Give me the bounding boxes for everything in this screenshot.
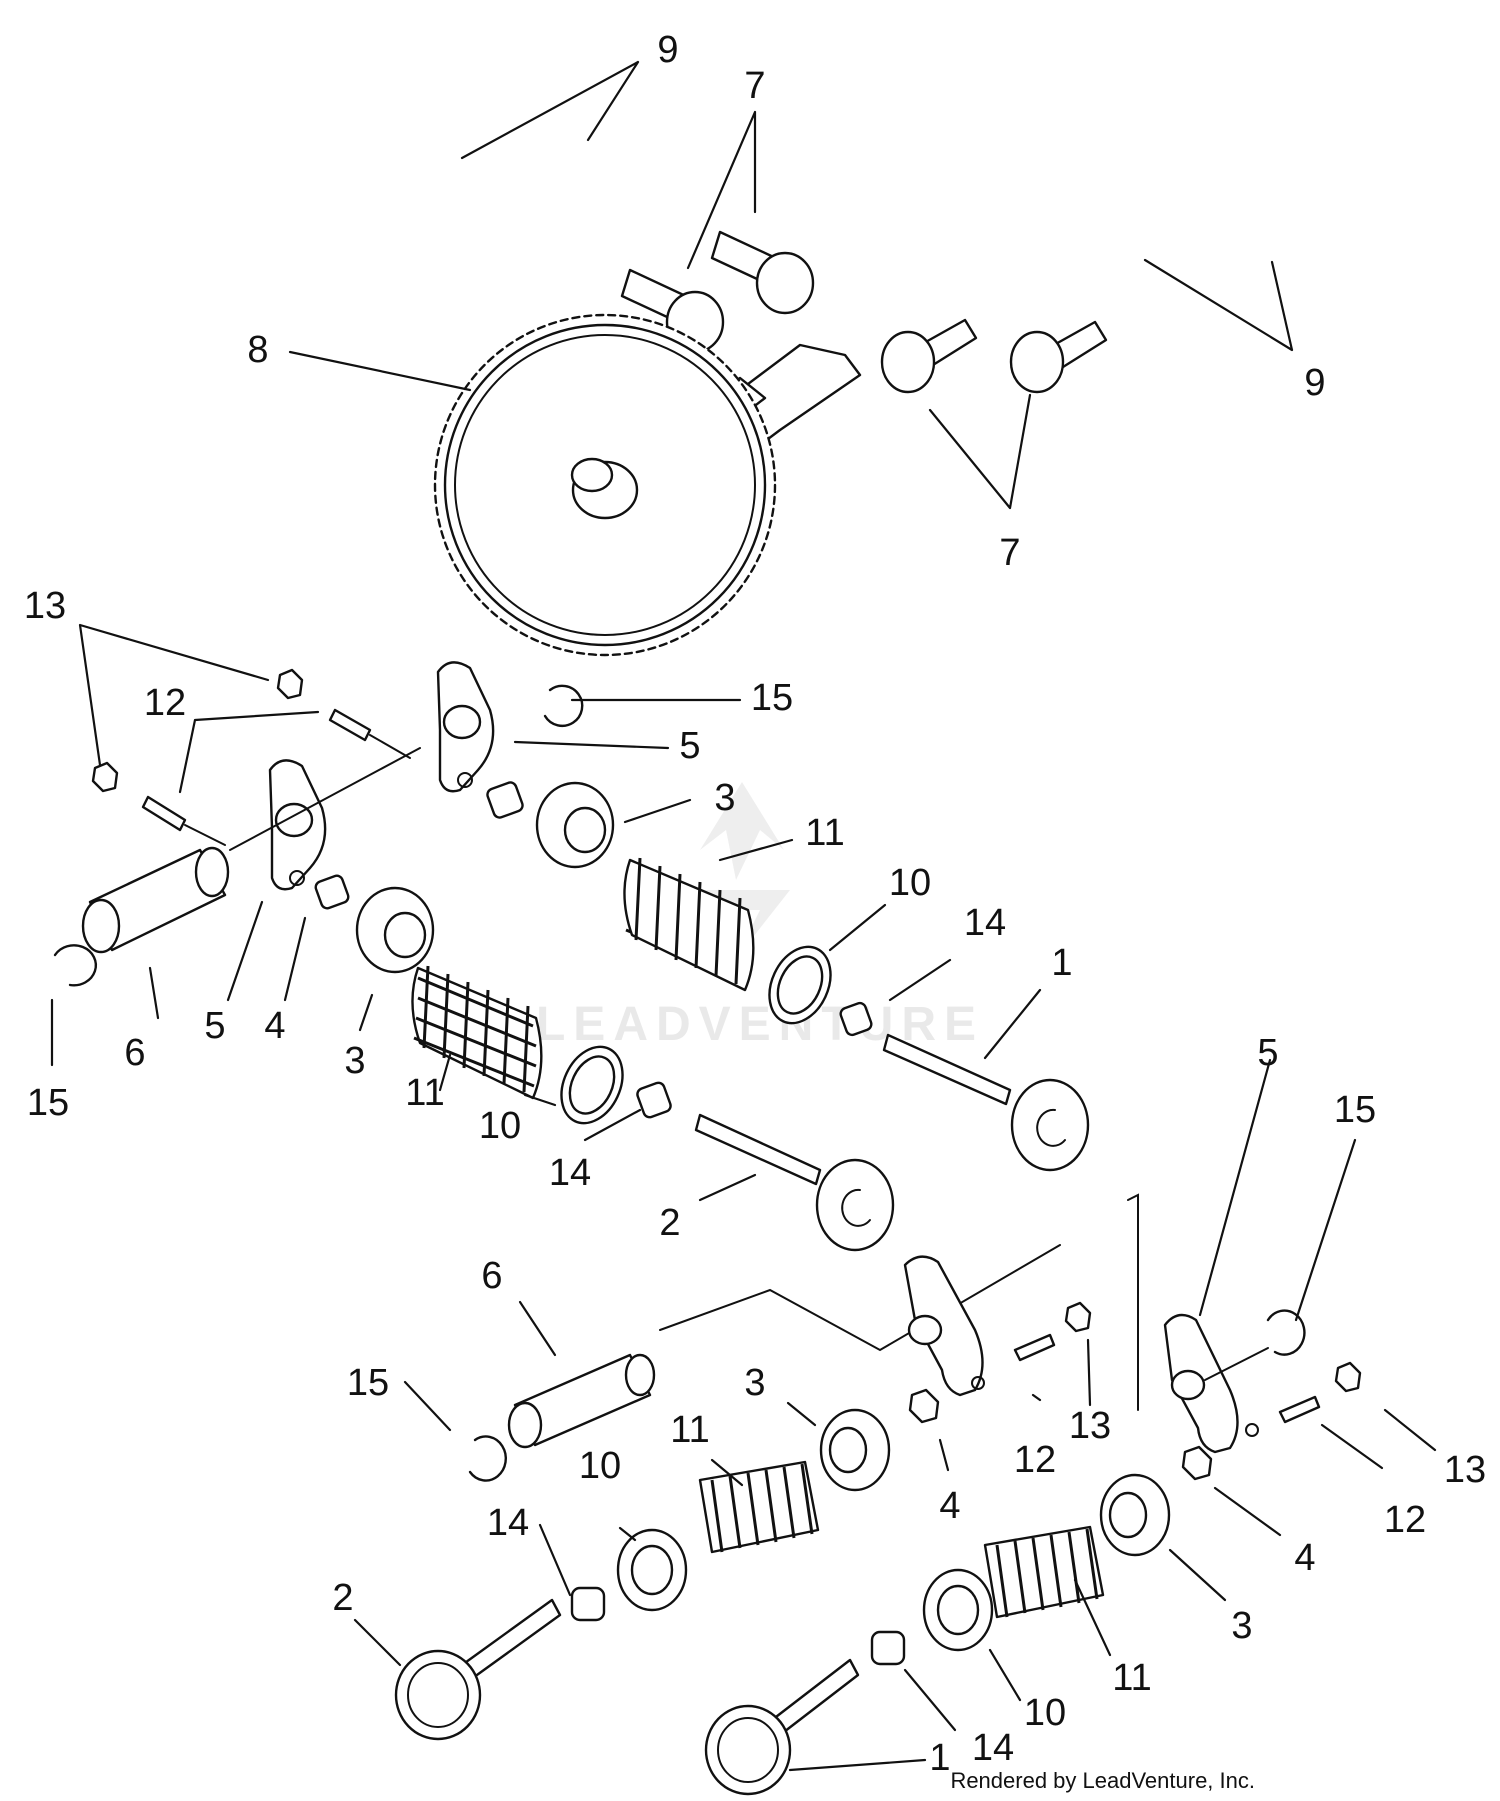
bushing-4-lower-middle	[908, 1388, 940, 1424]
callout-3-lower-c: 3	[744, 1362, 765, 1404]
adjuster-screw-12-lower-right	[1278, 1395, 1321, 1424]
valve-1-upper	[882, 1033, 1090, 1172]
callout-14-upper-a: 14	[964, 902, 1006, 944]
valve-seal-14-c	[570, 1586, 606, 1622]
valve-seal-14-a	[839, 1001, 873, 1037]
callout-4-lower-right: 4	[1294, 1537, 1315, 1579]
callout-6-lower: 6	[481, 1255, 502, 1297]
rocker-shaft-6-upper	[81, 846, 230, 954]
rocker-shaft-6-lower	[507, 1353, 656, 1449]
callout-11-lower-d: 11	[1112, 1657, 1151, 1699]
callout-3-lower-d: 3	[1231, 1605, 1252, 1647]
callout-13-lower-right: 13	[1444, 1449, 1486, 1491]
rocker-shaft-axis-lower	[1204, 1347, 1269, 1381]
rocker-arm-5-lower-right	[1163, 1313, 1259, 1454]
callout-2-lower: 2	[332, 1577, 353, 1619]
rocker-arm-5-upper	[436, 661, 495, 793]
bushing-4-lower-right	[1181, 1445, 1213, 1481]
tappet-right-1	[880, 318, 978, 394]
adjuster-screw-12-left	[141, 795, 226, 846]
tappet-right-2	[1009, 320, 1108, 394]
callout-11-upper-a: 11	[805, 812, 844, 854]
callout-12-lower-middle: 12	[1014, 1439, 1056, 1481]
callout-15-upper-left: 15	[27, 1082, 69, 1124]
circlip-15-upper-right	[543, 684, 584, 727]
callout-9-right: 9	[1304, 362, 1325, 404]
callout-14-upper-b: 14	[549, 1152, 591, 1194]
callout-9-top-left: 9	[657, 29, 678, 71]
spring-retainer-3-a	[535, 781, 615, 869]
spring-seat-10-b	[560, 1045, 624, 1125]
valve-seal-14-d	[870, 1630, 906, 1666]
valve-2-upper	[694, 1113, 895, 1252]
valve-spring-11-a	[623, 857, 755, 992]
spring-retainer-3-c	[819, 1408, 891, 1492]
callout-12-upper-left: 12	[144, 682, 186, 724]
tappet-top-1	[710, 230, 815, 315]
nut-13-left	[91, 761, 119, 793]
rendered-by-credit: Rendered by LeadVenture, Inc.	[950, 1768, 1255, 1793]
callout-10-lower-d: 10	[1024, 1692, 1066, 1734]
circlip-15-upper-left	[53, 944, 98, 987]
pushrod-pair-right	[1008, 178, 1364, 304]
callout-leaders	[50, 60, 1437, 1772]
callout-10-upper-a: 10	[889, 862, 931, 904]
circlip-15-lower-left	[468, 1435, 507, 1482]
callout-7-top: 7	[744, 65, 765, 107]
callout-labels: 9 7 8 9 7 13 12 15 5 3 11 10 14 1 15 6 5…	[24, 29, 1486, 1779]
callout-15-upper-right: 15	[751, 677, 793, 719]
watermark-text: LEADVENTURE	[536, 998, 984, 1051]
callout-15-lower-right: 15	[1334, 1089, 1376, 1131]
callout-5-lower-right: 5	[1257, 1032, 1278, 1074]
adjuster-screw-12-lower-middle	[1013, 1333, 1056, 1362]
bushing-4-upper-right	[486, 781, 524, 819]
rocker-shaft-axis-upper	[229, 747, 421, 851]
callout-14-lower-d: 14	[972, 1727, 1014, 1769]
callout-11-upper-b: 11	[405, 1072, 444, 1114]
callout-11-lower-c: 11	[670, 1409, 709, 1451]
nut-13-lower-middle	[1064, 1301, 1092, 1333]
callout-5-upper-right: 5	[679, 725, 700, 767]
rocker-arm-5-left	[268, 759, 327, 891]
callout-1-upper: 1	[1051, 942, 1072, 984]
valve-1-lower	[704, 1658, 860, 1796]
nut-13-upper	[276, 668, 304, 700]
rocker-arm-lower-middle	[903, 1255, 985, 1397]
valve-seal-14-b	[636, 1081, 672, 1119]
spring-seat-10-d	[922, 1568, 994, 1652]
callout-2-upper: 2	[659, 1202, 680, 1244]
valve-spring-11-d	[983, 1525, 1105, 1619]
pushrod-pair-left	[293, 38, 692, 269]
callout-3-upper-a: 3	[714, 777, 735, 819]
callout-10-upper-b: 10	[479, 1105, 521, 1147]
callout-10-lower-c: 10	[579, 1445, 621, 1487]
adjuster-screw-12-upper	[328, 708, 411, 759]
callout-4-lower-middle: 4	[939, 1485, 960, 1527]
callout-5-upper-left: 5	[204, 1005, 225, 1047]
callout-4-upper-left: 4	[264, 1005, 285, 1047]
callout-15-lower-left: 15	[347, 1362, 389, 1404]
rocker-group-bracket-right	[1127, 1193, 1139, 1411]
spring-seat-10-c	[616, 1528, 688, 1612]
callout-1-lower: 1	[929, 1737, 950, 1779]
callout-12-lower-right: 12	[1384, 1499, 1426, 1541]
callout-14-lower-c: 14	[487, 1502, 529, 1544]
circlip-15-lower-right	[1266, 1309, 1306, 1356]
spring-retainer-3-b	[355, 886, 435, 974]
callout-3-upper-b: 3	[344, 1040, 365, 1082]
valve-2-lower	[394, 1598, 562, 1741]
valve-spring-11-c	[698, 1460, 820, 1554]
nut-13-lower-right	[1334, 1361, 1362, 1393]
spring-retainer-3-d	[1099, 1473, 1171, 1557]
camshaft-gear	[433, 313, 862, 657]
callout-13-lower-middle: 13	[1069, 1405, 1111, 1447]
callout-13-upper-left: 13	[24, 585, 66, 627]
spring-seat-10-a	[768, 945, 832, 1025]
callout-8-camshaft: 8	[247, 329, 268, 371]
callout-6-upper: 6	[124, 1032, 145, 1074]
callout-7-right: 7	[999, 532, 1020, 574]
bushing-4-upper-left	[314, 874, 350, 910]
rocker-group-bracket-line	[659, 1244, 1061, 1352]
